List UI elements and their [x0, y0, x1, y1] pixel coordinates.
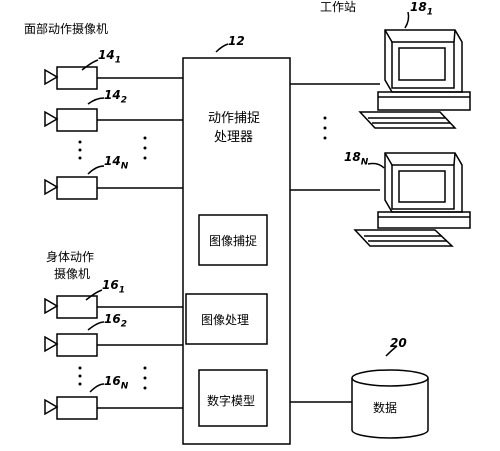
- body-cameras-label-line1: 身体动作: [46, 250, 95, 264]
- ref-16-2-leader: [87, 321, 105, 331]
- workstation-n: [353, 152, 471, 247]
- ref-18-n-leader: [367, 162, 385, 169]
- motion-capture-processor-box: [182, 57, 291, 445]
- ref-14-1: 141: [98, 48, 121, 66]
- ref-16-1-leader: [85, 289, 103, 301]
- ref-20-leader: [385, 345, 398, 357]
- ref-12-leader: [215, 43, 229, 53]
- face-camera-2: [44, 108, 183, 132]
- body-camera-2: [44, 333, 183, 357]
- body-cameras-label-line2: 摄像机: [54, 267, 91, 281]
- face-camera-n: [44, 176, 183, 200]
- workstation-1: [358, 29, 471, 129]
- ref-20: 20: [390, 336, 407, 350]
- ref-18-1: 181: [410, 0, 433, 18]
- body-camera-n: [44, 396, 183, 420]
- ref-14-2: 142: [104, 88, 127, 106]
- image-capture-label: 图像捕捉: [209, 234, 258, 248]
- face-camera-1: [44, 66, 183, 90]
- ref-14-1-leader: [81, 59, 99, 71]
- ref-14-2-leader: [87, 97, 105, 105]
- ref-18-n: 18N: [344, 150, 369, 168]
- ref-14-n-leader: [87, 165, 105, 175]
- ref-16-1: 161: [102, 278, 125, 296]
- digital-model-label: 数字模型: [207, 394, 256, 408]
- image-capture-block: [198, 214, 268, 266]
- ref-18-1-leader: [404, 11, 410, 29]
- data-store-label: 数据: [373, 401, 398, 415]
- ref-12: 12: [228, 34, 245, 48]
- face-cameras-label: 面部动作摄像机: [24, 22, 109, 36]
- image-processing-block: [185, 293, 268, 345]
- ref-16-n-leader: [89, 383, 105, 393]
- workstation-label: 工作站: [320, 0, 357, 14]
- processor-label-line1: 动作捕捉: [208, 111, 261, 126]
- ref-14-n: 14N: [104, 154, 129, 172]
- data-store-cylinder: [351, 369, 429, 439]
- body-camera-1: [44, 295, 183, 319]
- processor-label-line2: 处理器: [214, 130, 254, 145]
- ellipsis-dots: [78, 116, 327, 390]
- digital-model-block: [198, 369, 268, 427]
- image-processing-label: 图像处理: [201, 313, 250, 327]
- ref-16-n: 16N: [104, 374, 129, 392]
- ref-16-2: 162: [104, 312, 127, 330]
